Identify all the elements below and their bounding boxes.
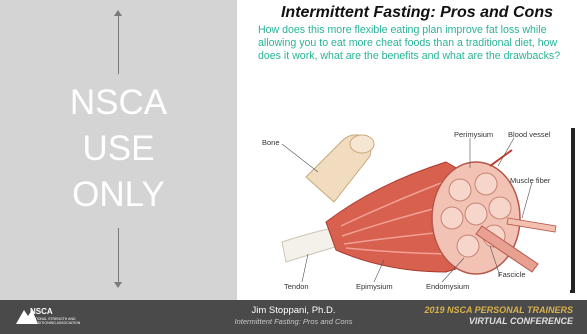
label-endomysium: Endomysium [426, 282, 469, 291]
fascicle-circle-1 [449, 179, 471, 201]
footer-conference-line1: 2019 NSCA PERSONAL TRAINERS [424, 305, 573, 315]
fascicle-circle-5 [457, 235, 479, 257]
label-epimysium: Epimysium [356, 282, 393, 291]
fascicle-circle-3 [489, 197, 511, 219]
watermark-line-1: NSCA [0, 80, 237, 126]
footer-conference-line2: VIRTUAL CONFERENCE [469, 316, 573, 326]
watermark-line-2: USE [0, 126, 237, 172]
arrow-down-icon [114, 282, 122, 288]
figure-shadow-right [571, 128, 575, 290]
arrow-line-top [118, 14, 119, 74]
muscle-anatomy-figure [246, 122, 570, 294]
label-blood-vessel: Blood vessel [508, 130, 551, 139]
fascicle-circle-7 [465, 203, 487, 225]
label-perimysium: Perimysium [454, 130, 493, 139]
watermark-line-3: ONLY [0, 172, 237, 218]
watermark-text: NSCA USE ONLY [0, 80, 237, 218]
slide-description: How does this more flexible eating plan … [258, 24, 580, 63]
label-muscle-fiber: Muscle fiber [510, 176, 550, 185]
arrow-line-bottom [118, 228, 119, 284]
label-tendon: Tendon [284, 282, 309, 291]
fascicle-circle-6 [441, 207, 463, 229]
slide-title: Intermittent Fasting: Pros and Cons [252, 4, 582, 22]
bone-end-shape [350, 135, 374, 153]
muscle-anatomy-illustration [246, 122, 570, 294]
label-fascicle: Fascicle [498, 270, 526, 279]
blood-vessel-shape [490, 150, 512, 166]
fascicle-circle-2 [475, 173, 497, 195]
label-bone: Bone [262, 138, 280, 147]
